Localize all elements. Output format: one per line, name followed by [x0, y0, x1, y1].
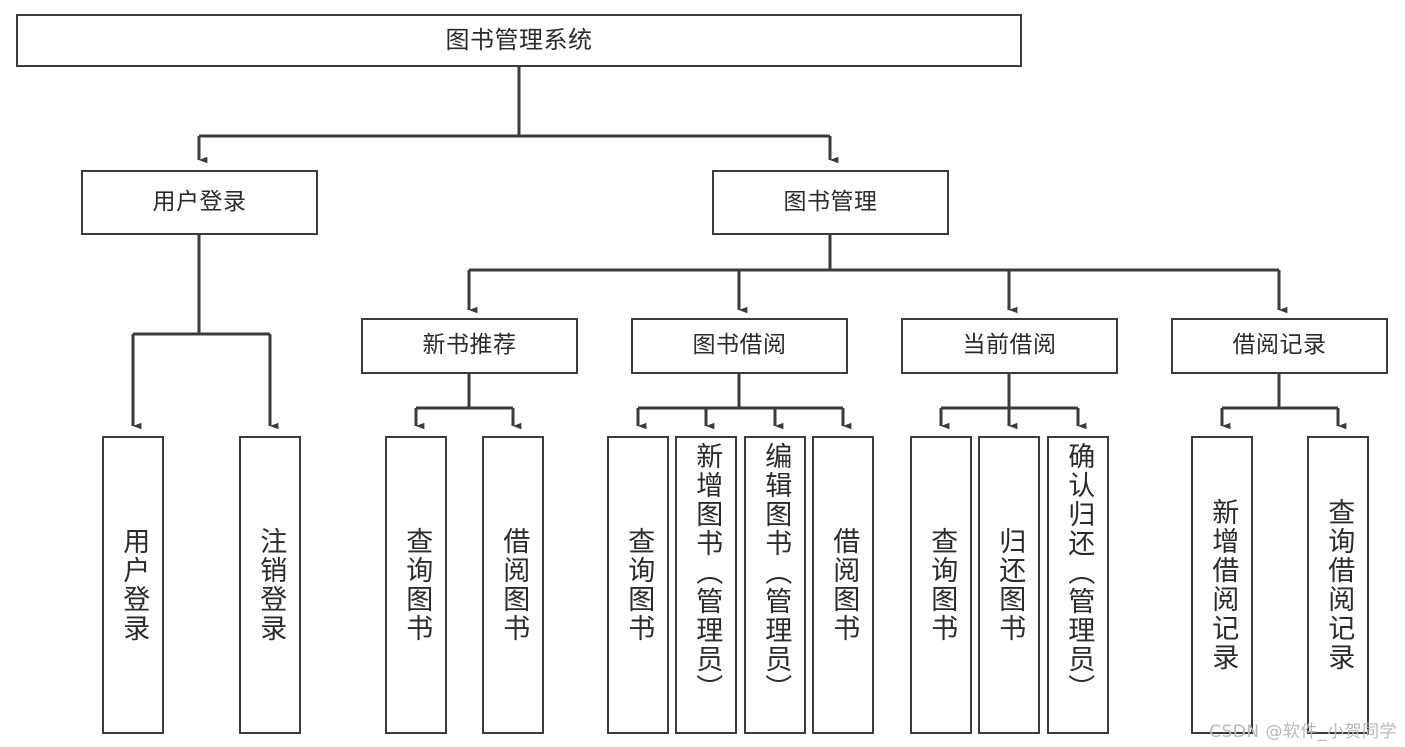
node-leaf-return-book[interactable]: 归还图书: [978, 436, 1040, 734]
node-leaf-user-login[interactable]: 用户登录: [102, 436, 164, 734]
node-leaf-borrow-book-recommend[interactable]: 借阅图书: [482, 436, 544, 734]
node-leaf-confirm-return[interactable]: 确认归还（管理员）: [1047, 436, 1109, 734]
node-book-borrow[interactable]: 图书借阅: [631, 318, 848, 374]
node-label: 用户登录: [152, 188, 247, 215]
node-leaf-add-book[interactable]: 新增图书（管理员）: [675, 436, 737, 734]
node-label: 借阅图书: [498, 527, 530, 643]
node-label: 查询图书: [926, 527, 958, 643]
node-label: 当前借阅: [962, 332, 1057, 359]
node-label: 借阅记录: [1232, 332, 1327, 359]
node-label: 查询图书: [623, 527, 655, 643]
node-label: 新增图书（管理员）: [691, 442, 723, 703]
node-new-book-recommend[interactable]: 新书推荐: [361, 318, 578, 374]
node-leaf-borrow-book[interactable]: 借阅图书: [812, 436, 874, 734]
node-label: 查询图书: [401, 527, 433, 643]
node-label: 借阅图书: [828, 527, 860, 643]
node-leaf-edit-book[interactable]: 编辑图书（管理员）: [744, 436, 806, 734]
node-leaf-query-borrow-record[interactable]: 查询借阅记录: [1307, 436, 1369, 734]
watermark-text: CSDN @软件_小贺同学: [1209, 722, 1397, 742]
node-leaf-logout-login[interactable]: 注销登录: [239, 436, 301, 734]
node-leaf-add-borrow-record[interactable]: 新增借阅记录: [1191, 436, 1253, 734]
node-label: 归还图书: [994, 527, 1026, 643]
node-borrow-record[interactable]: 借阅记录: [1171, 318, 1388, 374]
node-label: 图书管理系统: [445, 26, 593, 55]
node-user-login[interactable]: 用户登录: [81, 170, 318, 235]
node-current-borrow[interactable]: 当前借阅: [901, 318, 1118, 374]
node-leaf-query-book-current[interactable]: 查询图书: [910, 436, 972, 734]
node-label: 图书借阅: [692, 332, 787, 359]
node-label: 确认归还（管理员）: [1063, 442, 1095, 703]
node-leaf-query-book-borrow[interactable]: 查询图书: [607, 436, 669, 734]
node-label: 新书推荐: [422, 332, 517, 359]
node-label: 查询借阅记录: [1323, 498, 1355, 672]
node-label: 用户登录: [118, 527, 150, 643]
node-label: 注销登录: [255, 527, 287, 643]
node-label: 编辑图书（管理员）: [760, 442, 792, 703]
node-label: 新增借阅记录: [1207, 498, 1239, 672]
node-leaf-query-book-recommend[interactable]: 查询图书: [385, 436, 447, 734]
node-label: 图书管理: [783, 188, 878, 215]
node-book-management[interactable]: 图书管理: [712, 170, 949, 235]
node-root-book-management-system[interactable]: 图书管理系统: [16, 14, 1022, 67]
